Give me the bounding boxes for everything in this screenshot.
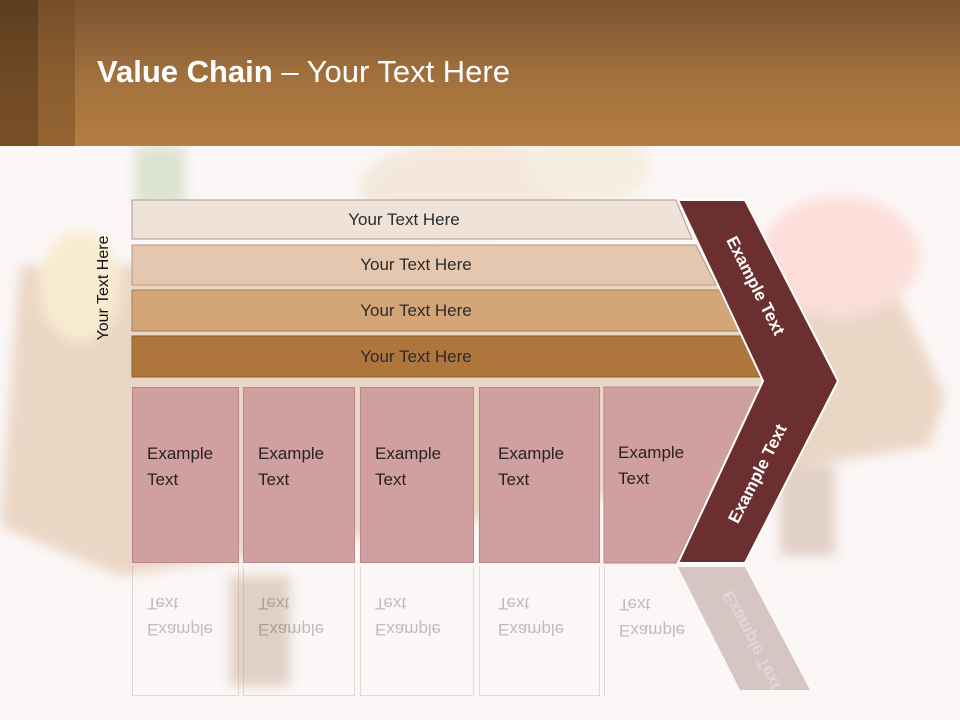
reflect-5-line1: Example (619, 621, 686, 640)
reflect-1-line1: Example (147, 620, 214, 639)
reflect-2-line1: Example (258, 620, 325, 639)
bar-2: Your Text Here (132, 245, 700, 285)
chevron-reflection (678, 567, 810, 690)
reflect-3-line2: Text (375, 594, 407, 613)
reflect-2-line2: Text (258, 594, 290, 613)
header-accent-dark (0, 0, 38, 146)
page-title-rest: – Your Text Here (272, 54, 510, 89)
chevron-arrow (676, 199, 840, 564)
bar-shape-2 (131, 244, 717, 286)
box-4-line2: Text (498, 470, 530, 489)
box-5-line1: Example (618, 443, 685, 462)
box-3-line1: Example (375, 444, 442, 463)
reflect-5-line2: Text (619, 595, 651, 614)
boxes-reflection: Example Text Example Text Example Text Exam… (132, 566, 760, 696)
bar-3: Your Text Here (132, 290, 700, 331)
title-banner: Value Chain – Your Text Here (0, 0, 960, 146)
bar-4-label: Your Text Here (360, 346, 472, 366)
bar-4: Your Text Here (132, 336, 700, 377)
box-3-line2: Text (375, 470, 407, 489)
bar-3-label: Your Text Here (360, 300, 472, 320)
box-2-line2: Text (258, 470, 290, 489)
box-4-line1: Example (498, 444, 565, 463)
bar-1: Your Text Here (132, 200, 676, 239)
reflect-4-line1: Example (498, 620, 565, 639)
box-1-line1: Example (147, 444, 214, 463)
bar-shape-1 (131, 199, 693, 240)
box-2-line1: Example (258, 444, 325, 463)
reflect-3-line1: Example (375, 620, 442, 639)
reflect-1-line2: Text (147, 594, 179, 613)
reflect-4-line2: Text (498, 594, 530, 613)
bar-2-label: Your Text Here (360, 255, 472, 274)
box-5-line2: Text (618, 469, 650, 488)
box-shape-5 (603, 386, 763, 564)
header-accent-light (38, 0, 75, 146)
page-title: Value Chain – Your Text Here (97, 54, 510, 90)
box-1-line2: Text (147, 470, 179, 489)
bar-1-label: Your Text Here (348, 209, 460, 229)
page-title-bold: Value Chain (97, 54, 273, 89)
